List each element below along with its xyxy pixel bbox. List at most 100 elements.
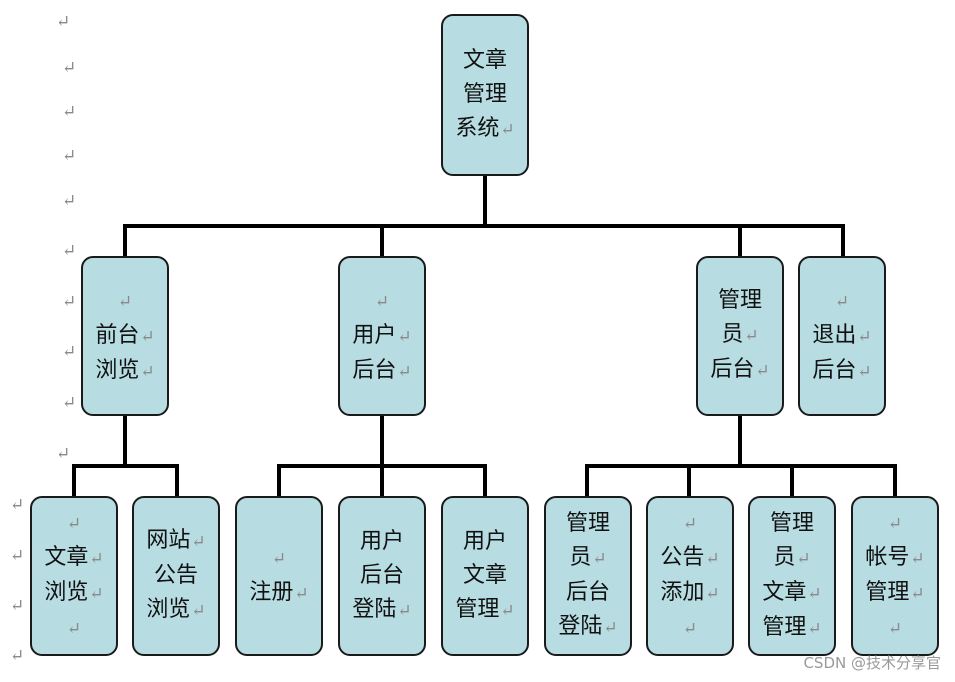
return-mark-icon: ↵	[682, 619, 698, 639]
node-account-mgmt: ↵帐号↵管理↵↵	[851, 496, 939, 656]
node-text-line: 登陆↵	[558, 614, 618, 639]
return-mark-icon: ↵	[603, 618, 618, 638]
node-text-line: 后台↵	[352, 357, 412, 383]
node-notice-add: ↵公告↵添加↵↵	[646, 496, 734, 656]
return-mark-icon: ↵	[910, 549, 925, 569]
return-mark-icon: ↵	[62, 292, 77, 312]
return-mark-icon: ↵	[294, 584, 309, 604]
return-mark-icon: ↵	[796, 548, 811, 569]
return-mark-icon: ↵	[66, 619, 82, 639]
return-mark-icon: ↵	[56, 444, 71, 464]
return-mark-icon: ↵	[89, 549, 104, 569]
node-text-line: ↵	[67, 611, 81, 646]
return-mark-icon: ↵	[807, 618, 822, 639]
return-mark-icon: ↵	[10, 646, 25, 666]
node-text-line: 退出↵	[812, 322, 872, 348]
return-mark-icon: ↵	[744, 326, 759, 346]
node-text-line: 浏览↵	[95, 357, 155, 383]
node-text-line: ↵	[67, 506, 81, 541]
node-admin-back: 管理员↵ 后台↵	[696, 256, 784, 416]
node-text-line: ↵	[888, 506, 902, 541]
return-mark-icon: ↵	[10, 546, 25, 566]
return-mark-icon: ↵	[500, 119, 515, 140]
node-text-line: 浏览↵	[146, 597, 206, 622]
return-mark-icon: ↵	[705, 549, 720, 569]
node-user-login: 用户后台登陆↵	[338, 496, 426, 656]
return-mark-icon: ↵	[62, 342, 77, 362]
node-user-article-mgmt: 用户文章管理↵	[441, 496, 529, 656]
return-mark-icon: ↵	[66, 514, 82, 534]
node-front-browse: ↵ 前台↵ 浏览↵	[81, 256, 169, 416]
node-text-line: 用户	[359, 528, 404, 554]
node-text-line: 员↵	[569, 545, 607, 570]
node-text-line: 管理↵	[455, 596, 515, 622]
node-text-line: 管理	[717, 288, 762, 313]
return-mark-icon: ↵	[62, 58, 77, 78]
node-admin-article-mgmt: 管理员↵文章↵管理↵	[748, 496, 836, 656]
return-mark-icon: ↵	[397, 326, 412, 347]
node-text-line: 帐号↵	[865, 545, 925, 570]
node-text-line: 注册↵	[249, 580, 309, 605]
node-text-line: 文章	[462, 47, 507, 73]
return-mark-icon: ↵	[755, 361, 770, 381]
node-text-line: 文章	[462, 562, 507, 588]
return-mark-icon: ↵	[117, 291, 133, 312]
node-text-line: 添加↵	[660, 580, 720, 605]
node-text-line: 系统↵	[455, 115, 515, 141]
node-text-line: 用户↵	[352, 322, 412, 348]
return-mark-icon: ↵	[887, 619, 903, 639]
return-mark-icon: ↵	[500, 600, 515, 621]
return-mark-icon: ↵	[834, 291, 850, 312]
node-text-line: ↵	[888, 611, 902, 646]
node-root: 文章管理系统↵	[441, 14, 529, 176]
node-site-notice-browse: 网站↵公告浏览↵	[132, 496, 220, 656]
return-mark-icon: ↵	[910, 584, 925, 604]
return-mark-icon: ↵	[374, 291, 390, 312]
node-text-line: 登陆↵	[352, 596, 412, 622]
return-mark-icon: ↵	[857, 326, 872, 347]
return-mark-icon: ↵	[397, 361, 412, 382]
node-text-line: 管理	[565, 511, 610, 536]
node-text-line: ↵	[272, 541, 286, 576]
return-mark-icon: ↵	[62, 102, 77, 122]
return-mark-icon: ↵	[62, 191, 77, 211]
return-mark-icon: ↵	[89, 584, 104, 604]
node-text-line: 员↵	[773, 544, 811, 570]
node-text-line: 文章↵	[44, 545, 104, 570]
node-text-line: 文章↵	[762, 579, 822, 605]
node-text-line: ↵	[683, 611, 697, 646]
return-mark-icon: ↵	[62, 241, 77, 261]
node-text-line: 用户	[462, 528, 507, 554]
return-mark-icon: ↵	[10, 495, 25, 515]
return-mark-icon: ↵	[807, 583, 822, 604]
node-text-line: ↵	[835, 284, 849, 319]
node-text-line: 后台	[565, 580, 610, 605]
return-mark-icon: ↵	[10, 596, 25, 616]
node-text-line: 管理↵	[762, 614, 822, 640]
node-admin-login: 管理员↵ 后台登陆↵	[544, 496, 632, 656]
return-mark-icon: ↵	[62, 393, 77, 413]
return-mark-icon: ↵	[271, 549, 287, 569]
return-mark-icon: ↵	[56, 12, 71, 32]
node-text-line: 浏览↵	[44, 580, 104, 605]
node-text-line: 管理	[462, 81, 507, 107]
node-text-line: 后台↵	[710, 357, 770, 382]
node-text-line: 员↵	[721, 322, 759, 347]
return-mark-icon: ↵	[682, 514, 698, 534]
return-mark-icon: ↵	[62, 146, 77, 166]
node-text-line: 管理↵	[865, 580, 925, 605]
return-mark-icon: ↵	[191, 532, 206, 552]
node-text-line: 前台↵	[95, 322, 155, 348]
node-text-line: ↵	[683, 506, 697, 541]
watermark: CSDN @技术分享官	[803, 654, 941, 672]
return-mark-icon: ↵	[592, 549, 607, 569]
return-mark-icon: ↵	[705, 584, 720, 604]
node-text-line: 公告	[153, 563, 198, 588]
node-text-line: 后台	[359, 562, 404, 588]
return-mark-icon: ↵	[887, 514, 903, 534]
node-register: ↵注册↵	[235, 496, 323, 656]
return-mark-icon: ↵	[857, 361, 872, 382]
node-logout-back: ↵退出↵后台↵	[798, 256, 886, 416]
node-user-back: ↵用户↵后台↵	[338, 256, 426, 416]
